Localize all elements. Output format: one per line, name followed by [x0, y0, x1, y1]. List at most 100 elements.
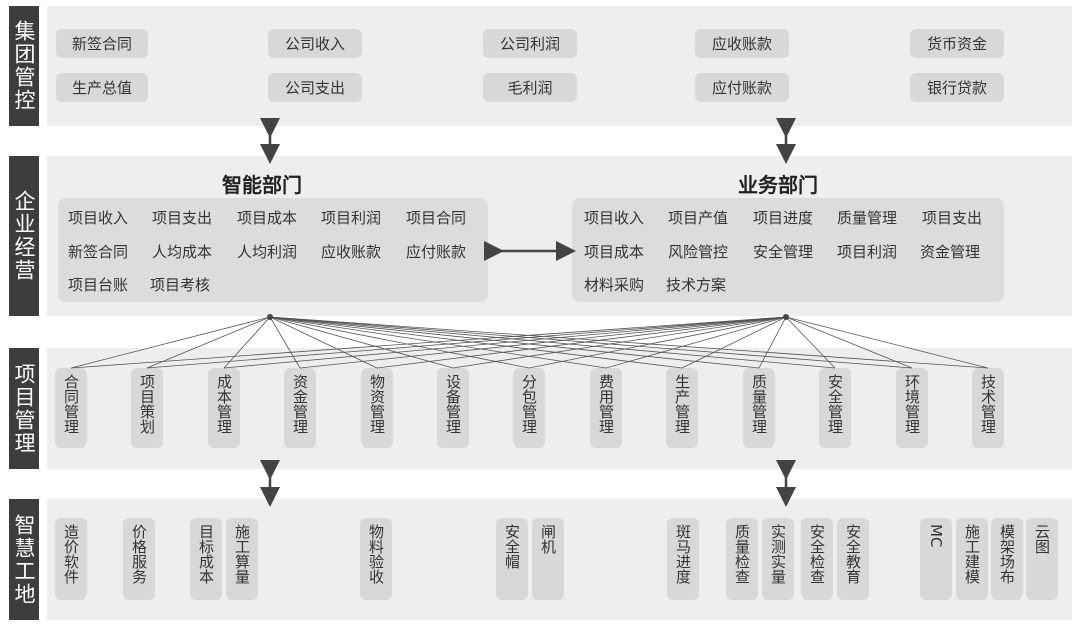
- fan-line: [758, 316, 787, 369]
- section-label-project: 项目管理: [9, 348, 39, 469]
- fan-line: [269, 316, 760, 369]
- business-dept-item: 项目成本: [584, 243, 645, 261]
- site-item: 斑马进度: [667, 518, 699, 600]
- site-item: 安全检查: [801, 518, 833, 600]
- business-dept-title: 业务部门: [738, 173, 818, 197]
- smart-dept-item: 项目台账: [68, 276, 129, 294]
- group-item: 公司收入: [268, 29, 362, 58]
- group-item: 应收账款: [695, 29, 789, 58]
- business-dept-item: 材料采购: [584, 276, 645, 294]
- smart-dept-item: 项目收入: [68, 209, 129, 227]
- smart-dept-box: [58, 198, 488, 302]
- fan-line: [376, 316, 787, 369]
- business-dept-item: 项目产值: [668, 209, 729, 227]
- fan-line: [785, 316, 836, 369]
- business-dept-item: 资金管理: [920, 243, 981, 261]
- group-item: 公司利润: [483, 29, 577, 58]
- fan-line: [269, 316, 607, 369]
- site-item: 造价软件: [55, 518, 87, 600]
- fan-line: [223, 316, 787, 369]
- fan-line: [70, 316, 271, 369]
- section-label-group: 集团管控: [9, 6, 39, 126]
- project-item: 资金管理: [284, 368, 316, 448]
- site-item: 安全帽: [496, 518, 528, 600]
- site-item: MC: [920, 518, 952, 600]
- business-dept-item: 项目进度: [753, 209, 814, 227]
- site-item: 闸机: [532, 518, 564, 600]
- smart-dept-title: 智能部门: [222, 173, 302, 197]
- group-item: 公司支出: [268, 73, 362, 102]
- fan-line: [785, 316, 989, 369]
- fan-line: [605, 316, 787, 369]
- site-item: 云图: [1026, 518, 1058, 600]
- fan-line: [269, 316, 836, 369]
- business-dept-item: 项目收入: [584, 209, 645, 227]
- fan-line: [223, 316, 271, 369]
- smart-dept-item: 项目利润: [321, 209, 382, 227]
- site-item: 价格服务: [123, 518, 155, 600]
- site-item: 施工建模: [956, 518, 988, 600]
- fan-line: [269, 316, 378, 369]
- business-dept-item: 风险管控: [668, 243, 729, 261]
- site-item: 模架场布: [991, 518, 1023, 600]
- smart-dept-item: 新签合同: [68, 243, 129, 261]
- group-item: 新签合同: [56, 29, 148, 58]
- group-band: [47, 6, 1072, 126]
- fan-line: [452, 316, 787, 369]
- project-item: 技术管理: [972, 368, 1004, 448]
- project-item: 环境管理: [896, 368, 928, 448]
- fan-line: [146, 316, 787, 369]
- project-item: 项目策划: [131, 368, 163, 448]
- project-item: 费用管理: [590, 368, 622, 448]
- project-item: 质量管理: [743, 368, 775, 448]
- fan-line: [269, 316, 301, 369]
- site-item: 施工算量: [226, 518, 258, 600]
- fan-line: [269, 316, 530, 369]
- project-item: 成本管理: [208, 368, 240, 448]
- fan-line: [269, 316, 683, 369]
- site-item: 目标成本: [190, 518, 222, 600]
- smart-dept-item: 项目合同: [406, 209, 467, 227]
- smart-dept-item: 人均成本: [152, 243, 213, 261]
- business-dept-box: [572, 198, 1004, 302]
- group-item: 货币资金: [910, 29, 1004, 58]
- project-item: 分包管理: [513, 368, 545, 448]
- project-item: 设备管理: [437, 368, 469, 448]
- fan-node-right: [783, 314, 789, 320]
- site-item: 质量检查: [726, 518, 758, 600]
- business-dept-item: 安全管理: [753, 243, 814, 261]
- business-dept-item: 质量管理: [837, 209, 898, 227]
- fan-line: [785, 316, 913, 369]
- group-item: 应付账款: [695, 73, 789, 102]
- fan-line: [269, 316, 913, 369]
- fan-line: [269, 316, 454, 369]
- site-item: 安全教育: [837, 518, 869, 600]
- fan-line: [269, 316, 989, 369]
- business-dept-item: 项目利润: [837, 243, 898, 261]
- fan-line: [146, 316, 271, 369]
- group-item: 银行贷款: [910, 73, 1004, 102]
- smart-dept-item: 应付账款: [406, 243, 467, 261]
- group-item: 毛利润: [483, 73, 577, 102]
- fan-node-left: [267, 314, 273, 320]
- smart-dept-item: 人均利润: [237, 243, 298, 261]
- section-label-enterprise: 企业经营: [9, 156, 39, 316]
- fan-line: [70, 316, 787, 369]
- site-item: 实测实量: [762, 518, 794, 600]
- fan-line: [528, 316, 787, 369]
- business-dept-item: 技术方案: [666, 276, 727, 294]
- group-item: 生产总值: [56, 73, 148, 102]
- smart-dept-item: 应收账款: [321, 243, 382, 261]
- project-item: 生产管理: [666, 368, 698, 448]
- smart-dept-item: 项目考核: [150, 276, 211, 294]
- smart-dept-item: 项目支出: [152, 209, 213, 227]
- fan-line: [299, 316, 787, 369]
- project-item: 合同管理: [55, 368, 87, 448]
- business-dept-item: 项目支出: [922, 209, 983, 227]
- site-item: 物料验收: [360, 518, 392, 600]
- project-item: 物资管理: [361, 368, 393, 448]
- section-label-site: 智慧工地: [9, 499, 39, 620]
- fan-line: [681, 316, 787, 369]
- smart-dept-item: 项目成本: [237, 209, 298, 227]
